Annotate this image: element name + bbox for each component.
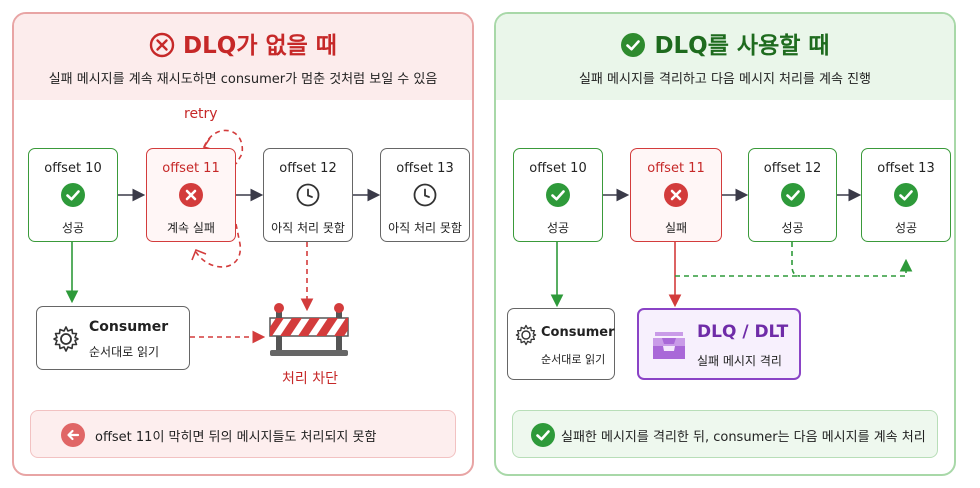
skip-branch-offset12 xyxy=(791,242,801,277)
panel-subtitle: 실패 메시지를 계속 재시도하면 consumer가 멈춘 것처럼 보일 수 있… xyxy=(48,72,438,87)
consumer-box: Consumer 순서대로 읽기 xyxy=(507,308,615,380)
check-icon xyxy=(531,423,555,447)
consumer-subtitle: 순서대로 읽기 xyxy=(89,345,160,359)
x-icon xyxy=(179,183,203,207)
offset-box-12: offset 12 아직 처리 못함 xyxy=(263,148,353,242)
dlq-box: DLQ / DLT 실패 메시지 격리 xyxy=(637,308,801,380)
offset-box-10: offset 10 성공 xyxy=(513,148,603,242)
retry-label: retry xyxy=(184,106,218,122)
note-box: 실패한 메시지를 격리한 뒤, consumer는 다음 메시지를 계속 처리 xyxy=(512,410,938,458)
dlq-title: DLQ / DLT xyxy=(697,322,789,342)
panel-header: DLQ가 없을 때 실패 메시지를 계속 재시도하면 consumer가 멈춘 … xyxy=(14,14,472,100)
panel-with-dlq: DLQ를 사용할 때 실패 메시지를 격리하고 다음 메시지 처리를 계속 진행… xyxy=(494,12,956,476)
check-icon xyxy=(780,183,805,207)
inbox-icon xyxy=(653,332,685,359)
offset-title: offset 12 xyxy=(279,161,337,176)
panel-without-dlq: DLQ가 없을 때 실패 메시지를 계속 재시도하면 consumer가 멈춘 … xyxy=(12,12,474,476)
consumer-box: Consumer 순서대로 읽기 xyxy=(36,306,190,370)
offset-title: offset 10 xyxy=(529,161,587,176)
offset-box-11: offset 11 계속 실패 xyxy=(146,148,236,242)
consumer-title: Consumer xyxy=(541,325,615,340)
gear-icon xyxy=(53,326,79,352)
panel-title-text: DLQ를 사용할 때 xyxy=(654,33,830,59)
consumer-subtitle: 순서대로 읽기 xyxy=(541,353,606,366)
check-icon xyxy=(546,183,570,207)
check-icon xyxy=(61,183,85,207)
x-circle-icon xyxy=(149,32,175,58)
retry-loop-bottom xyxy=(195,223,241,268)
right-connectors xyxy=(550,188,913,308)
offset-status: 실패 xyxy=(664,221,688,235)
offset-title: offset 10 xyxy=(44,161,102,176)
barricade-icon xyxy=(269,303,349,356)
consumer-title: Consumer xyxy=(89,319,169,335)
left-connectors xyxy=(65,129,381,356)
offset-title: offset 12 xyxy=(763,161,822,176)
offset-title: offset 11 xyxy=(647,161,705,176)
offset-status: 아직 처리 못함 xyxy=(388,221,462,235)
offset-status: 성공 xyxy=(546,221,570,235)
offset-box-13: offset 13 아직 처리 못함 xyxy=(380,148,470,242)
offset-status: 아직 처리 못함 xyxy=(271,221,345,235)
note-text: 실패한 메시지를 격리한 뒤, consumer는 다음 메시지를 계속 처리 xyxy=(561,430,926,445)
panel-title: DLQ를 사용할 때 xyxy=(496,26,954,60)
offset-title: offset 11 xyxy=(162,161,220,176)
panel-subtitle: 실패 메시지를 격리하고 다음 메시지 처리를 계속 진행 xyxy=(578,72,872,87)
x-icon xyxy=(664,183,688,207)
dlq-subtitle: 실패 메시지 격리 xyxy=(697,354,782,368)
clock-icon xyxy=(296,183,320,207)
blocked-label: 처리 차단 xyxy=(282,371,338,387)
offset-status: 성공 xyxy=(894,221,918,235)
check-circle-icon xyxy=(621,33,646,57)
offset-box-13: offset 13 성공 xyxy=(861,148,951,242)
panel-header: DLQ를 사용할 때 실패 메시지를 격리하고 다음 메시지 처리를 계속 진행 xyxy=(496,14,954,100)
offset-box-10: offset 10 성공 xyxy=(28,148,118,242)
note-text: offset 11이 막히면 뒤의 메시지들도 처리되지 못함 xyxy=(95,430,377,445)
back-arrow-icon xyxy=(61,423,85,447)
skip-arrow-to-offset13 xyxy=(675,258,913,277)
panel-title-text: DLQ가 없을 때 xyxy=(183,33,337,59)
check-icon xyxy=(894,183,918,207)
offset-status: 계속 실패 xyxy=(167,221,215,235)
offset-title: offset 13 xyxy=(877,161,935,176)
retry-arrowhead-bottom xyxy=(191,248,207,261)
gear-icon xyxy=(515,324,537,346)
clock-icon xyxy=(413,183,437,207)
note-box: offset 11이 막히면 뒤의 메시지들도 처리되지 못함 xyxy=(30,410,456,458)
offset-status: 성공 xyxy=(61,221,85,235)
offset-status: 성공 xyxy=(781,221,804,235)
offset-box-11: offset 11 실패 xyxy=(630,148,722,242)
offset-box-12: offset 12 성공 xyxy=(748,148,837,242)
offset-title: offset 13 xyxy=(396,161,454,176)
panel-title: DLQ가 없을 때 xyxy=(14,26,472,60)
